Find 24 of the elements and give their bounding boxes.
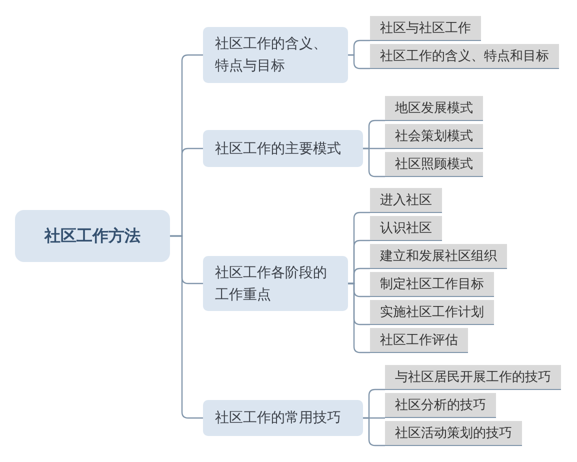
central-topic-box: 社区工作方法	[15, 210, 170, 262]
subtopic-label: 社区照顾模式	[385, 152, 483, 177]
subtopic-label: 制定社区工作目标	[370, 272, 494, 297]
connector-line	[363, 417, 385, 446]
subtopic-label: 地区发展模式	[385, 96, 483, 121]
subtopic-label: 社会策划模式	[385, 124, 483, 149]
subtopic-label: 社区工作评估	[370, 328, 468, 353]
topic-box: 社区工作的主要模式	[203, 130, 363, 167]
subtopic-label: 社区与社区工作	[370, 16, 481, 41]
topic-box: 社区工作的含义、特点与目标	[203, 27, 348, 83]
topic-box: 社区工作的常用技巧	[203, 400, 363, 436]
subtopic-label: 社区活动策划的技巧	[385, 421, 522, 446]
subtopic-label: 建立和发展社区组织	[370, 244, 507, 269]
subtopic-label: 与社区居民开展工作的技巧	[385, 365, 561, 390]
connector-line	[348, 282, 370, 354]
connector-line	[348, 54, 370, 70]
subtopic-label: 认识社区	[370, 216, 442, 241]
connector-line	[363, 148, 385, 178]
subtopic-label: 进入社区	[370, 188, 442, 213]
topic-box: 社区工作各阶段的工作重点	[203, 256, 348, 311]
subtopic-label: 社区分析的技巧	[385, 393, 496, 418]
subtopic-label: 实施社区工作计划	[370, 300, 494, 325]
subtopic-label: 社区工作的含义、特点和目标	[370, 44, 559, 69]
connector-line	[170, 235, 203, 419]
